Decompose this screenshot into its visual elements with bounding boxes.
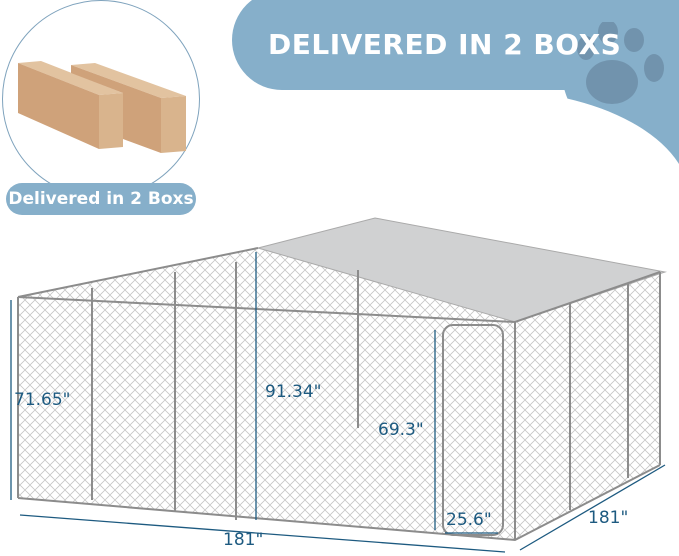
headline-text: DELIVERED IN 2 BOXS [268, 28, 622, 61]
side-depth-label: 181" [588, 508, 629, 528]
front-width-label: 181" [223, 530, 264, 550]
delivered-boxes-label: Delivered in 2 Boxs [6, 183, 196, 215]
boxes-inset-circle [2, 0, 200, 198]
side-height-label: 71.65" [14, 390, 71, 410]
paw-print-icon [577, 22, 664, 104]
door-height-label: 69.3" [378, 420, 424, 440]
shipping-boxes-image [18, 61, 186, 153]
peak-height-label: 91.34" [265, 382, 322, 402]
door-width-label: 25.6" [446, 510, 492, 530]
